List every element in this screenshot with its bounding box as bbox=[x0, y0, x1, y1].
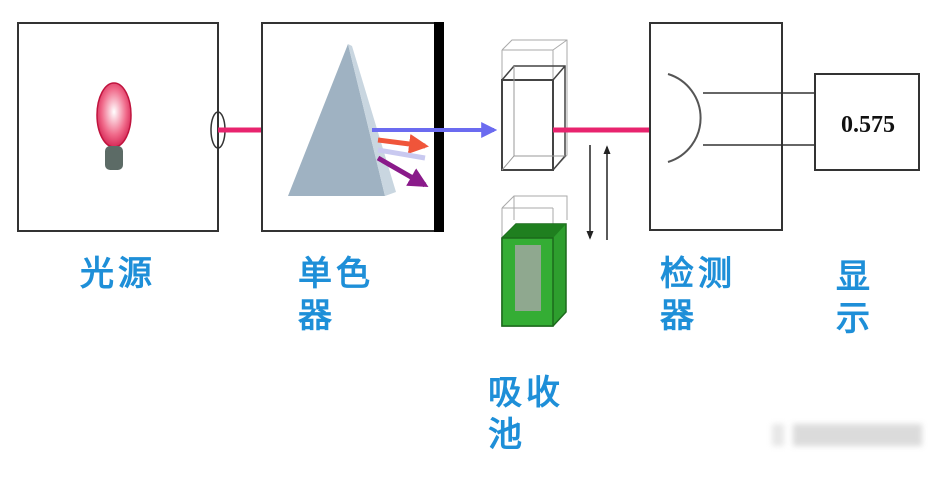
lamp-base bbox=[105, 146, 123, 170]
cuvette-label-line2: 池 bbox=[488, 415, 526, 455]
detector-label-line1: 检测 bbox=[660, 254, 736, 294]
exit-slit bbox=[434, 22, 444, 232]
prism-icon bbox=[288, 44, 385, 196]
cuvette-label-line1: 吸收 bbox=[488, 373, 564, 413]
display-box bbox=[814, 73, 920, 171]
red-dispersed-ray bbox=[377, 134, 429, 154]
cuvette-sample bbox=[501, 195, 568, 327]
blurred-watermark bbox=[772, 424, 922, 446]
detector-label-line2: 器 bbox=[660, 296, 698, 336]
light-source-box bbox=[17, 22, 226, 232]
detector-box bbox=[649, 22, 815, 231]
violet-dispersed-ray bbox=[376, 155, 429, 188]
display-label-line2: 示 bbox=[836, 299, 874, 339]
lamp-bulb-icon bbox=[96, 82, 132, 148]
photodetector-icon bbox=[667, 73, 702, 163]
monochromator-box bbox=[261, 22, 444, 232]
cuvette-reference bbox=[501, 39, 568, 171]
monochromator-label-line1: 单色 bbox=[298, 254, 374, 294]
display-reading: 0.575 bbox=[841, 112, 895, 138]
display-label-line1: 显 bbox=[836, 257, 874, 297]
monochromator-label-line2: 器 bbox=[298, 296, 336, 336]
light-source-label: 光源 bbox=[80, 254, 156, 294]
